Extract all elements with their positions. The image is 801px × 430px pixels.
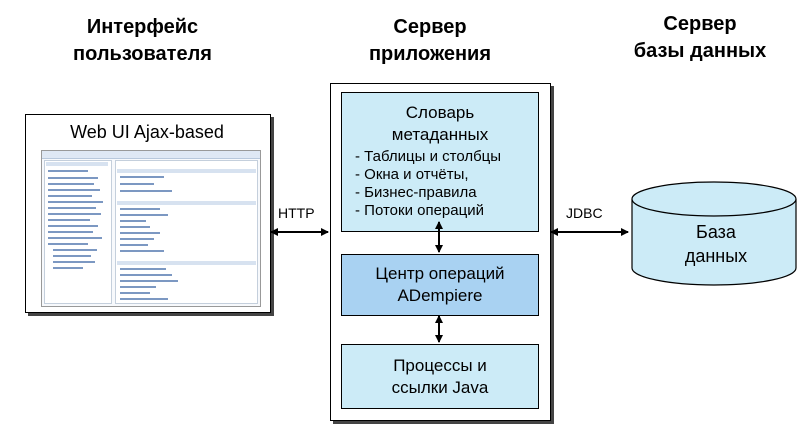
java-processes-box: Процессы и ссылки Java bbox=[341, 344, 539, 409]
metadata-title-line2: метаданных bbox=[391, 125, 489, 144]
heading-db-line2: базы данных bbox=[633, 40, 767, 62]
heading-ui-line2: пользователя bbox=[73, 43, 212, 65]
heading-db-line1: Сервер bbox=[663, 13, 737, 35]
metadata-title-line1: Словарь bbox=[405, 103, 475, 122]
metadata-item: - Таблицы и столбцы bbox=[355, 148, 502, 165]
database-line2: данных bbox=[684, 246, 748, 266]
heading-app-line2: приложения bbox=[368, 43, 492, 65]
heading-user-interface: Интерфейс пользователя bbox=[30, 14, 255, 68]
database-label: База данных bbox=[632, 220, 800, 268]
heading-app-server: Сервер приложения bbox=[320, 14, 540, 68]
metadata-item: - Окна и отчёты, bbox=[355, 166, 469, 183]
metadata-list: - Таблицы и столбцы - Окна и отчёты, - Б… bbox=[355, 148, 538, 220]
ops-center-line1: Центр операций bbox=[375, 264, 505, 283]
heading-app-line1: Сервер bbox=[393, 16, 467, 38]
processes-line2: ссылки Java bbox=[391, 378, 489, 397]
metadata-item: - Потоки операций bbox=[355, 202, 484, 219]
heading-ui-line1: Интерфейс bbox=[86, 16, 199, 38]
database-line1: База bbox=[696, 222, 736, 242]
http-label: HTTP bbox=[278, 205, 315, 221]
mini-content-panel bbox=[115, 160, 258, 304]
web-ui-screenshot bbox=[41, 150, 261, 307]
processes-line1: Процессы и bbox=[393, 356, 487, 375]
mini-titlebar bbox=[42, 151, 260, 159]
metadata-item: - Бизнес-правила bbox=[355, 184, 477, 201]
ops-center-line2: ADempiere bbox=[397, 286, 483, 305]
web-ui-title: Web UI Ajax-based bbox=[70, 122, 224, 142]
mini-menu-panel bbox=[44, 160, 112, 304]
heading-db-server: Сервер базы данных bbox=[600, 11, 800, 65]
jdbc-label: JDBC bbox=[566, 205, 603, 221]
